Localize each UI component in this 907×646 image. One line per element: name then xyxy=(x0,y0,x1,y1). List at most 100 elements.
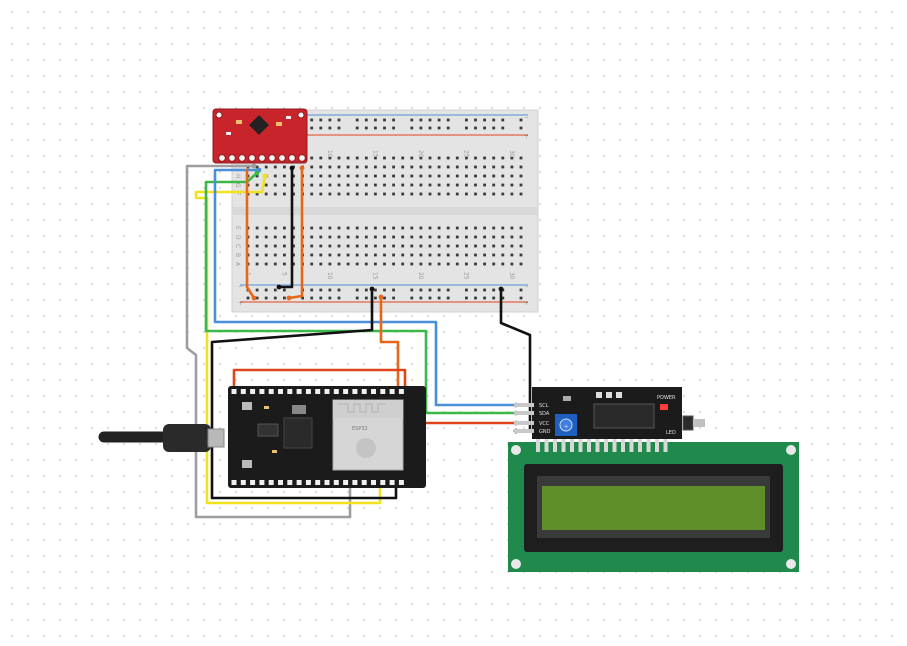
breadboard-hole[interactable] xyxy=(337,126,341,130)
breadboard-hole[interactable] xyxy=(410,165,414,169)
esp32-pin-top[interactable] xyxy=(315,389,321,394)
breadboard-hole[interactable] xyxy=(510,192,514,196)
breadboard-hole[interactable] xyxy=(437,165,441,169)
breadboard-hole[interactable] xyxy=(428,192,432,196)
breadboard-hole[interactable] xyxy=(492,226,496,230)
breadboard-hole[interactable] xyxy=(264,165,268,169)
breadboard-hole[interactable] xyxy=(483,244,486,248)
breadboard-hole[interactable] xyxy=(337,165,341,169)
esp32-pin-bottom[interactable] xyxy=(380,480,386,485)
breadboard-hole[interactable] xyxy=(292,192,295,196)
breadboard-hole[interactable] xyxy=(419,192,423,196)
sensor-pin[interactable] xyxy=(228,154,236,162)
breadboard-hole[interactable] xyxy=(319,244,323,248)
breadboard-hole[interactable] xyxy=(455,192,459,196)
breadboard-hole[interactable] xyxy=(455,156,459,160)
breadboard-hole[interactable] xyxy=(501,165,505,169)
breadboard-hole[interactable] xyxy=(273,226,277,230)
breadboard-hole[interactable] xyxy=(374,192,377,196)
breadboard-hole[interactable] xyxy=(465,174,468,178)
i2c-backpack[interactable]: + POWER LED SCL SDA VCC GND xyxy=(514,387,705,439)
breadboard-hole[interactable] xyxy=(428,253,432,257)
breadboard-hole[interactable] xyxy=(337,244,341,248)
breadboard-hole[interactable] xyxy=(501,174,505,178)
breadboard-hole[interactable] xyxy=(401,235,405,239)
esp32-pin-top[interactable] xyxy=(278,389,283,394)
wire-gray[interactable] xyxy=(185,164,352,519)
breadboard-hole[interactable] xyxy=(428,156,432,160)
breadboard-hole[interactable] xyxy=(401,253,405,257)
breadboard-hole[interactable] xyxy=(446,192,450,196)
breadboard-hole[interactable] xyxy=(519,262,523,266)
breadboard-hole[interactable] xyxy=(374,244,377,248)
breadboard-hole[interactable] xyxy=(364,183,368,187)
breadboard-hole[interactable] xyxy=(455,226,459,230)
breadboard-hole[interactable] xyxy=(273,235,277,239)
breadboard-hole[interactable] xyxy=(392,183,395,187)
breadboard-hole[interactable] xyxy=(383,183,386,187)
breadboard-hole[interactable] xyxy=(519,156,523,160)
breadboard-hole[interactable] xyxy=(510,183,514,187)
breadboard-hole[interactable] xyxy=(410,288,414,292)
breadboard-hole[interactable] xyxy=(328,126,332,130)
breadboard-hole[interactable] xyxy=(437,118,441,122)
breadboard-hole[interactable] xyxy=(255,288,259,292)
esp32-pin-bottom[interactable] xyxy=(333,480,339,485)
breadboard-hole[interactable] xyxy=(364,235,368,239)
breadboard-hole[interactable] xyxy=(346,226,350,230)
breadboard-hole[interactable] xyxy=(328,156,332,160)
breadboard-hole[interactable] xyxy=(510,165,514,169)
breadboard-hole[interactable] xyxy=(419,118,423,122)
breadboard-hole[interactable] xyxy=(501,183,505,187)
breadboard-hole[interactable] xyxy=(255,262,259,266)
breadboard-hole[interactable] xyxy=(492,253,496,257)
breadboard-hole[interactable] xyxy=(310,156,314,160)
breadboard-hole[interactable] xyxy=(474,296,477,300)
breadboard-hole[interactable] xyxy=(292,262,295,266)
breadboard-hole[interactable] xyxy=(455,244,459,248)
breadboard-hole[interactable] xyxy=(519,165,523,169)
breadboard-hole[interactable] xyxy=(283,192,286,196)
breadboard-hole[interactable] xyxy=(455,183,459,187)
breadboard-hole[interactable] xyxy=(346,183,350,187)
breadboard-hole[interactable] xyxy=(510,226,514,230)
sensor-pin[interactable] xyxy=(258,154,266,162)
breadboard-hole[interactable] xyxy=(346,192,350,196)
breadboard-hole[interactable] xyxy=(392,288,395,292)
breadboard-hole[interactable] xyxy=(437,244,441,248)
breadboard-hole[interactable] xyxy=(401,165,405,169)
breadboard-hole[interactable] xyxy=(346,235,350,239)
breadboard-hole[interactable] xyxy=(428,288,432,292)
breadboard-hole[interactable] xyxy=(492,174,496,178)
breadboard-hole[interactable] xyxy=(383,126,386,130)
breadboard-hole[interactable] xyxy=(337,118,341,122)
breadboard-hole[interactable] xyxy=(383,226,386,230)
sensor-pin[interactable] xyxy=(248,154,256,162)
breadboard-hole[interactable] xyxy=(483,118,486,122)
breadboard-hole[interactable] xyxy=(355,244,359,248)
wire-orange-rail-to-esp32[interactable] xyxy=(379,295,400,392)
breadboard-hole[interactable] xyxy=(401,244,405,248)
breadboard-hole[interactable] xyxy=(374,165,377,169)
breadboard-hole[interactable] xyxy=(383,156,386,160)
breadboard-hole[interactable] xyxy=(483,253,486,257)
breadboard-hole[interactable] xyxy=(446,156,450,160)
breadboard-hole[interactable] xyxy=(273,262,277,266)
breadboard-hole[interactable] xyxy=(519,183,523,187)
breadboard-hole[interactable] xyxy=(428,296,432,300)
esp32-pin-top[interactable] xyxy=(231,389,237,394)
breadboard-hole[interactable] xyxy=(492,126,496,130)
breadboard-hole[interactable] xyxy=(510,253,514,257)
breadboard-hole[interactable] xyxy=(355,226,359,230)
breadboard-hole[interactable] xyxy=(374,156,377,160)
sensor-pin[interactable] xyxy=(288,154,296,162)
breadboard-hole[interactable] xyxy=(428,262,432,266)
breadboard-hole[interactable] xyxy=(392,118,395,122)
breadboard-hole[interactable] xyxy=(501,192,505,196)
breadboard-hole[interactable] xyxy=(446,235,450,239)
esp32-pin-bottom[interactable] xyxy=(389,480,395,485)
esp32-pin-top[interactable] xyxy=(380,389,386,394)
breadboard-hole[interactable] xyxy=(501,253,505,257)
breadboard-hole[interactable] xyxy=(437,126,441,130)
breadboard-hole[interactable] xyxy=(364,165,368,169)
